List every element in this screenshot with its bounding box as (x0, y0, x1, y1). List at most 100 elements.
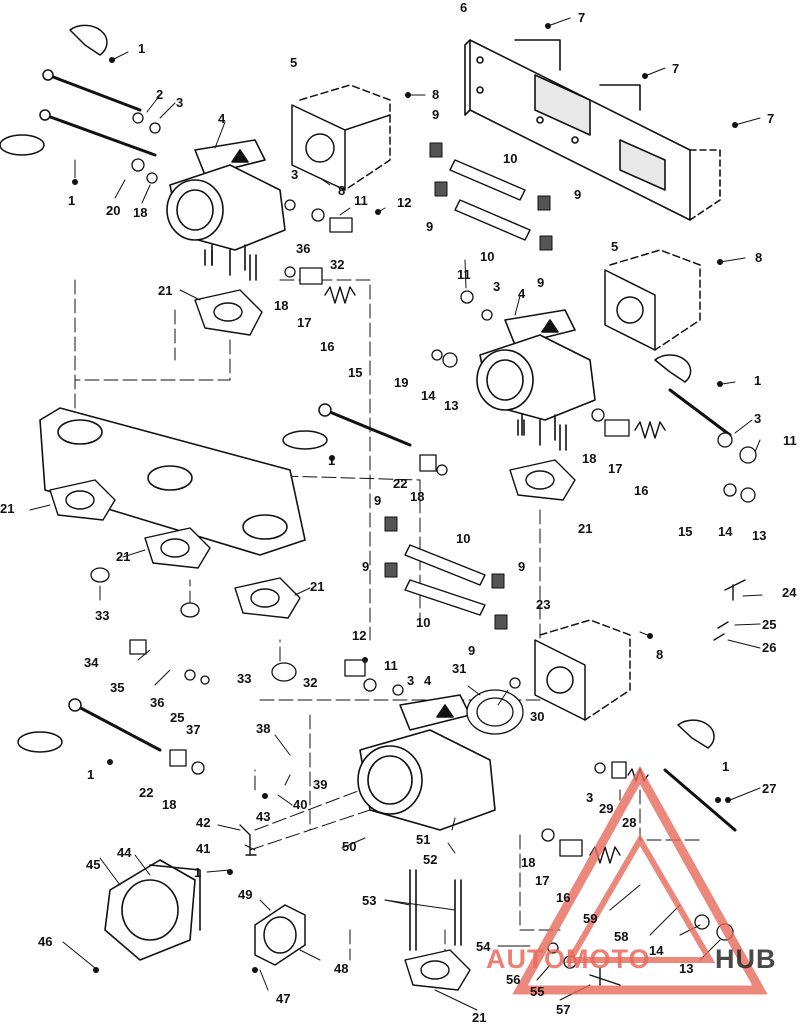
callout-label: 58 (614, 929, 629, 944)
callout-label: 43 (256, 809, 271, 824)
hoses (404, 159, 531, 616)
callout-label: 9 (518, 559, 526, 574)
throttle-shafts (0, 24, 737, 832)
callout-label: 39 (313, 777, 328, 792)
callout-label: 19 (394, 375, 409, 390)
callout-label: 17 (608, 461, 623, 476)
callout-label: 57 (556, 1002, 571, 1017)
callout-label: 55 (530, 984, 545, 999)
leader-lines (29, 17, 763, 1011)
callout-label: 3 (754, 411, 762, 426)
carburetor-lower (357, 694, 496, 831)
callout-label: 18 (582, 451, 597, 466)
callout-label: 14 (421, 388, 436, 403)
callout-label: 51 (416, 832, 431, 847)
intake-manifold-plate (39, 407, 306, 556)
callout-label: 7 (767, 111, 775, 126)
watermark-text-automoto: AUTOMOTO (486, 944, 651, 974)
callout-label: 16 (634, 483, 649, 498)
callout-label: 18 (133, 205, 148, 220)
fuel-fittings (239, 579, 746, 986)
callout-label: 46 (38, 934, 53, 949)
callout-label: 9 (537, 275, 545, 290)
callout-label: 12 (397, 195, 412, 210)
callout-label: 21 (0, 501, 15, 516)
intake-adaptor-right (604, 249, 701, 351)
callout-label: 4 (518, 286, 526, 301)
callout-label: 11 (354, 193, 368, 208)
callout-label: 12 (352, 628, 367, 643)
intake-adaptor-upper (291, 84, 391, 191)
callout-label: 49 (238, 887, 253, 902)
callout-label: 1 (754, 373, 762, 388)
callout-label: 1 (68, 193, 76, 208)
callout-label: 52 (423, 852, 438, 867)
callout-label: 40 (293, 797, 308, 812)
callout-label: 5 (611, 239, 619, 254)
gaskets (49, 289, 576, 991)
callout-label: 3 (176, 95, 184, 110)
callout-label: 32 (303, 675, 318, 690)
callout-label: 10 (456, 531, 471, 546)
watermark-text-hub: HUB (715, 944, 777, 974)
callout-label: 9 (374, 493, 382, 508)
callout-label: 15 (348, 365, 363, 380)
callout-label: 22 (139, 785, 154, 800)
callout-label: 11 (457, 267, 471, 282)
callout-label: 14 (649, 943, 664, 958)
carburetor-upper (166, 139, 286, 276)
callout-label: 10 (416, 615, 431, 630)
callout-label: 3 (493, 279, 501, 294)
callout-label: 16 (320, 339, 335, 354)
callout-label: 33 (237, 671, 252, 686)
callout-label: 8 (338, 183, 346, 198)
callout-label: 6 (460, 0, 468, 15)
callout-label: 16 (556, 890, 571, 905)
callout-label: 3 (586, 790, 594, 805)
callout-label: 42 (196, 815, 211, 830)
callout-label: 17 (535, 873, 550, 888)
carburetor-middle (476, 309, 596, 446)
callout-label: 45 (86, 857, 101, 872)
callout-label: 24 (782, 585, 797, 600)
callout-label: 38 (256, 721, 271, 736)
callout-label: 1 (138, 41, 146, 56)
small-hardware (90, 112, 757, 969)
callout-label: 1 (194, 865, 202, 880)
callout-label: 35 (110, 680, 125, 695)
callout-label: 53 (362, 893, 377, 908)
callout-label: 18 (410, 489, 425, 504)
callout-label: 21 (472, 1010, 487, 1025)
callout-label: 36 (296, 241, 311, 256)
callout-label: 48 (334, 961, 349, 976)
callout-label: 27 (762, 781, 777, 796)
callout-label: 18 (162, 797, 177, 812)
callout-label: 25 (170, 710, 185, 725)
callout-label: 26 (762, 640, 777, 655)
callout-label: 3 (407, 673, 415, 688)
callout-label: 44 (117, 845, 132, 860)
callout-label: 1 (722, 759, 730, 774)
callout-label: 34 (84, 655, 99, 670)
callout-label: 9 (426, 219, 434, 234)
callout-label: 14 (718, 524, 733, 539)
triangle-logo-icon (512, 765, 768, 995)
callout-label: 31 (452, 661, 467, 676)
callout-label: 1 (328, 453, 336, 468)
callout-label: 36 (150, 695, 165, 710)
callout-label: 30 (530, 709, 545, 724)
callout-label: 10 (480, 249, 495, 264)
callout-label: 9 (432, 107, 440, 122)
studs (204, 249, 567, 951)
callout-label: 32 (330, 257, 345, 272)
callout-label: 11 (783, 433, 797, 448)
callout-label: 9 (362, 559, 370, 574)
callout-label: 25 (762, 617, 777, 632)
callout-label: 15 (678, 524, 693, 539)
callout-label: 10 (503, 151, 518, 166)
callout-label: 8 (755, 250, 763, 265)
callout-label: 3 (291, 167, 299, 182)
callout-label: 59 (583, 911, 598, 926)
